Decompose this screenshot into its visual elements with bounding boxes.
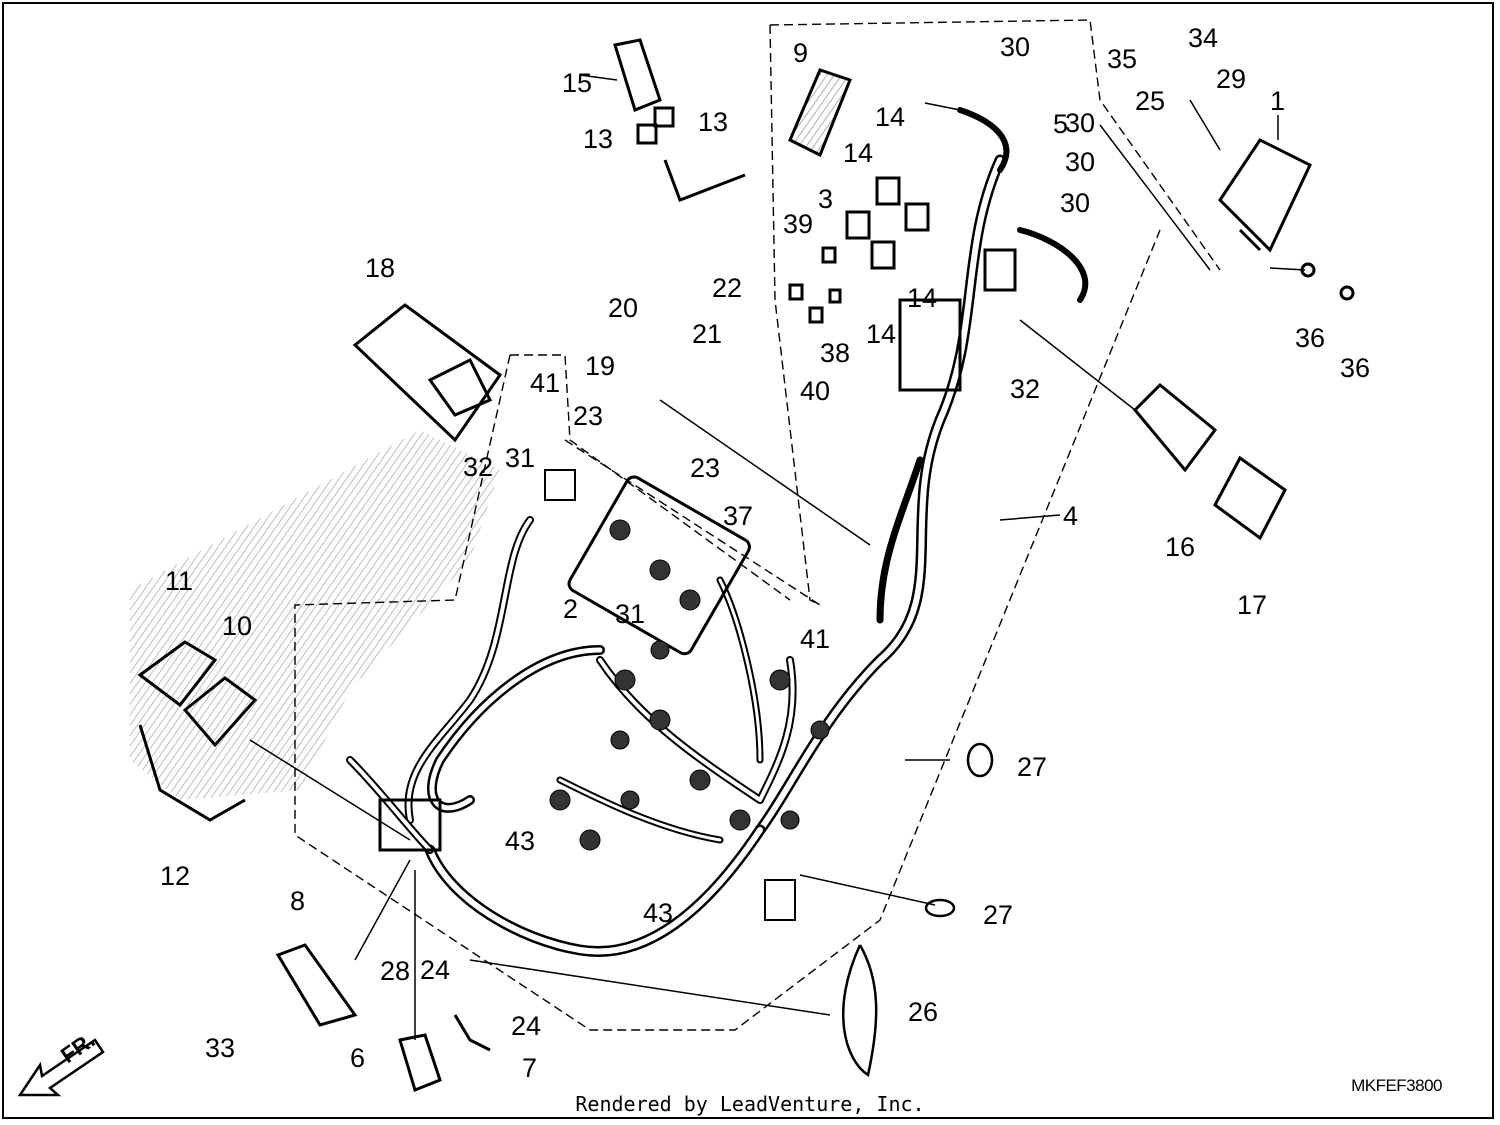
callout-14c: 14 — [907, 283, 937, 313]
callout-18: 18 — [365, 253, 395, 283]
harness-connectors — [378, 248, 1017, 921]
callout-23b: 23 — [690, 453, 720, 483]
part-9-fuse-block — [788, 68, 852, 158]
callout-25: 25 — [1135, 86, 1165, 116]
callout-24b: 24 — [511, 1011, 541, 1041]
callout-17: 17 — [1237, 590, 1267, 620]
callout-11: 11 — [165, 566, 193, 596]
front-direction-arrow: FR. — [17, 1027, 105, 1097]
callout-15: 15 — [562, 68, 592, 98]
callout-32a: 32 — [463, 452, 493, 482]
callout-27b: 27 — [983, 900, 1013, 930]
callout-31b: 31 — [615, 599, 645, 629]
callout-36a: 36 — [1295, 323, 1325, 353]
parts-10-11-12 — [137, 640, 258, 822]
diagram-code: MKFEF3800 — [1351, 1076, 1442, 1095]
callout-14a: 14 — [875, 102, 905, 132]
callout-35: 35 — [1107, 44, 1137, 74]
callout-labels: 1 2 3 4 5 6 7 8 9 10 11 12 13 13 14 14 1… — [160, 23, 1370, 1083]
dashed-group-lines — [294, 19, 1221, 1031]
callout-10: 10 — [222, 611, 252, 641]
callout-20: 20 — [608, 293, 638, 323]
footer-credit: Rendered by LeadVenture, Inc. — [575, 1092, 925, 1116]
part-1-module — [1218, 138, 1355, 301]
callout-2: 2 — [563, 594, 578, 624]
parts-26-27 — [842, 742, 994, 1078]
callout-27a: 27 — [1017, 752, 1047, 782]
callout-41b: 41 — [800, 624, 830, 654]
callout-3: 3 — [818, 184, 833, 214]
part-15-cover — [613, 38, 746, 202]
callout-1: 1 — [1270, 86, 1285, 116]
callout-21: 21 — [692, 319, 722, 349]
part-18-ecu — [352, 303, 503, 443]
leader-lines — [249, 74, 1306, 1040]
callout-43b: 43 — [643, 898, 673, 928]
callout-37: 37 — [723, 501, 753, 531]
hatched-shadow-area — [130, 430, 500, 800]
callout-41a: 41 — [530, 368, 560, 398]
callout-40: 40 — [800, 376, 830, 406]
relays-14 — [788, 176, 930, 324]
callout-8: 8 — [290, 886, 305, 916]
callout-30d: 30 — [1065, 108, 1095, 138]
callout-6: 6 — [350, 1043, 365, 1073]
callout-24a: 24 — [420, 955, 450, 985]
callout-4: 4 — [1063, 501, 1078, 531]
callout-26: 26 — [908, 997, 938, 1027]
callout-30b: 30 — [1065, 147, 1095, 177]
callout-28: 28 — [380, 956, 410, 986]
parts-8-6-7 — [275, 943, 491, 1093]
callout-36b: 36 — [1340, 353, 1370, 383]
callout-30c: 30 — [1060, 188, 1090, 218]
callout-14d: 14 — [866, 319, 896, 349]
callout-38: 38 — [820, 338, 850, 368]
callout-33: 33 — [205, 1033, 235, 1063]
callout-30a: 30 — [1000, 32, 1030, 62]
callout-29: 29 — [1216, 64, 1246, 94]
callout-12: 12 — [160, 861, 190, 891]
callout-23a: 23 — [573, 401, 603, 431]
main-wire-harness — [346, 107, 1089, 957]
callout-7: 7 — [522, 1053, 537, 1083]
callout-14b: 14 — [843, 138, 873, 168]
callout-39: 39 — [783, 209, 813, 239]
callout-5: 5 — [1053, 109, 1068, 139]
callout-34: 34 — [1188, 23, 1218, 53]
parts-16-17 — [1132, 382, 1287, 541]
callout-9: 9 — [793, 38, 808, 68]
callout-32b: 32 — [1010, 374, 1040, 404]
callout-31a: 31 — [505, 443, 535, 473]
callout-13a: 13 — [583, 124, 613, 154]
callout-13b: 13 — [698, 107, 728, 137]
callout-19: 19 — [585, 351, 615, 381]
callout-16: 16 — [1165, 532, 1195, 562]
callout-22: 22 — [712, 273, 742, 303]
callout-43a: 43 — [505, 826, 535, 856]
